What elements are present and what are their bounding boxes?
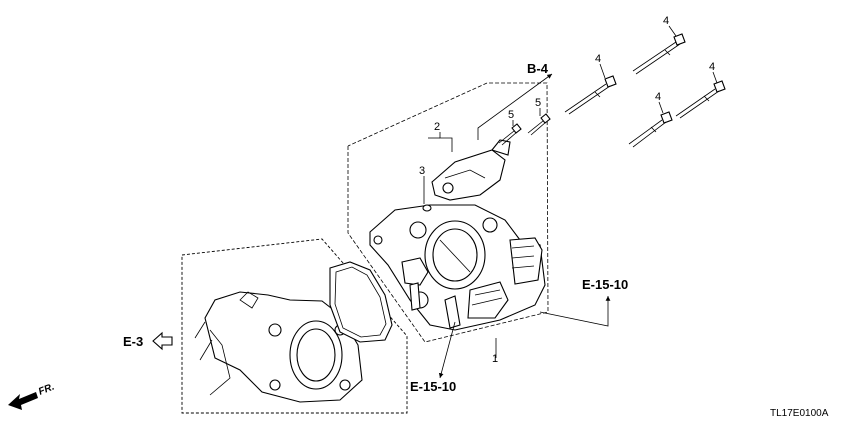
ref-e15-10-right: E-15-10 [582, 277, 628, 292]
callout-1: 1 [492, 353, 498, 365]
callout-4c: 4 [709, 61, 715, 73]
e15-10-right-arrow [539, 296, 611, 327]
callout-5a: 5 [508, 109, 514, 121]
throttle-position-sensor [431, 139, 511, 201]
callout-4a: 4 [663, 15, 669, 27]
throttle-body [369, 204, 546, 331]
e3-arrow [152, 331, 173, 351]
callout-4b: 4 [595, 53, 601, 65]
callout-2: 2 [434, 121, 440, 133]
callout-3: 3 [419, 165, 425, 177]
o-ring [422, 204, 432, 212]
ref-e15-10-bottom: E-15-10 [410, 379, 456, 394]
ref-b4: B-4 [527, 61, 549, 76]
diagram-code: TL17E0100A [770, 408, 829, 419]
throttle-body-gasket [329, 261, 393, 343]
intake-manifold-dashed-boundary [181, 238, 408, 414]
front-direction-arrow [8, 392, 38, 410]
bolt-4b [564, 75, 617, 115]
front-direction-label: FR. [37, 382, 56, 398]
bolt-4a [632, 33, 686, 75]
callout-5b: 5 [535, 97, 541, 109]
bolt-5a [498, 123, 522, 146]
b4-arrow [477, 73, 553, 140]
e15-10-bottom-arrow [438, 321, 456, 379]
ref-e3: E-3 [123, 334, 143, 349]
bolt-4c [675, 80, 726, 119]
callout-4d: 4 [655, 91, 661, 103]
throttle-assembly-leader-box [347, 82, 549, 343]
bolt-4d [628, 111, 673, 148]
bolt-5b [527, 113, 551, 136]
